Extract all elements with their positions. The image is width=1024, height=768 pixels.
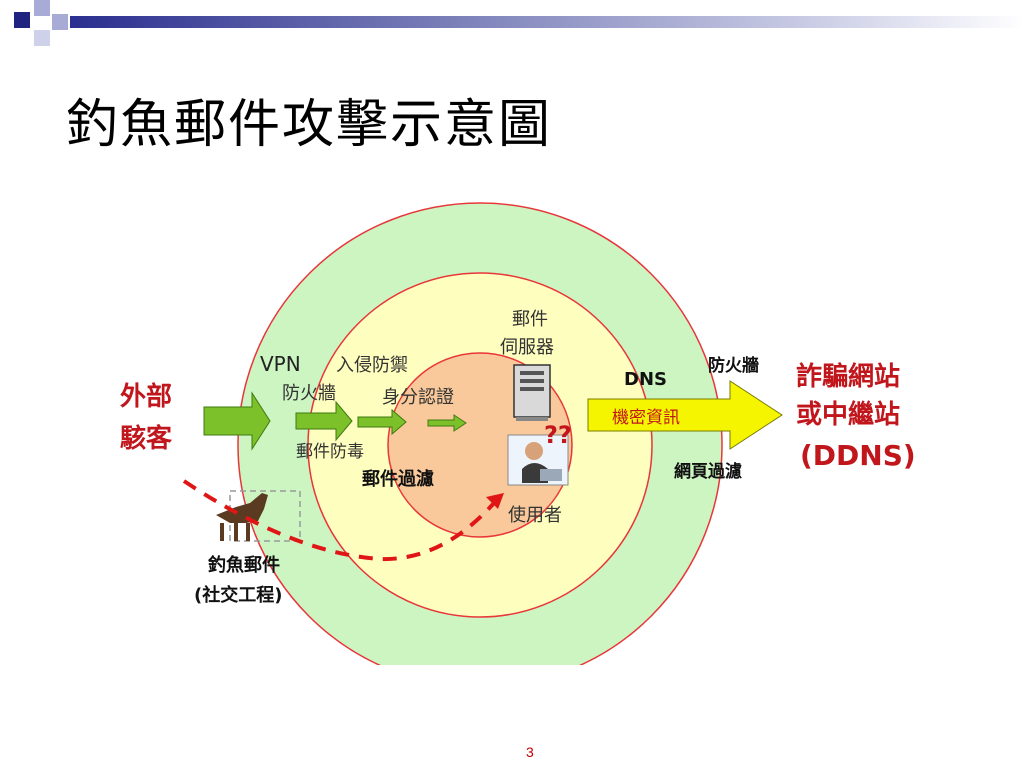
authentication-label: 身分認證: [382, 387, 454, 408]
trojan-horse-icon: [216, 490, 301, 542]
target-label: 或中繼站: [796, 399, 900, 430]
attacker-label: 駭客: [120, 423, 173, 454]
corner-square-light: [52, 14, 68, 30]
phishing-dashed-path: [182, 479, 496, 562]
yellow-arrow: [587, 380, 783, 450]
page-number: 3: [526, 744, 534, 760]
user-at-laptop-icon: [507, 434, 569, 486]
green-arrow-medium: [295, 400, 353, 442]
confidential-info-label: 機密資訊: [612, 408, 680, 428]
question-marks: ??: [544, 421, 572, 449]
mail-server-label: 伺服器: [500, 337, 554, 358]
phishing-mail-label: 釣魚郵件: [208, 554, 280, 576]
target-label: (DDNS): [800, 439, 916, 472]
firewall-right-label: 防火牆: [708, 355, 759, 376]
corner-square-light: [34, 30, 50, 46]
phishing-arrow-head: [486, 493, 504, 509]
mail-antivirus-label: 郵件防毒: [296, 442, 364, 462]
title-gradient-bar: [70, 16, 1024, 28]
attacker-label: 外部: [120, 382, 172, 412]
user-label: 使用者: [508, 505, 562, 526]
page-title: 釣魚郵件攻擊示意圖: [66, 95, 553, 155]
phishing-mail-label: (社交工程): [194, 584, 282, 606]
server-icon: [513, 364, 551, 421]
ids-ips-label: 入侵防禦: [336, 355, 408, 376]
green-arrow-tiny: [427, 414, 467, 432]
mail-filter-label: 郵件過濾: [362, 468, 434, 490]
green-arrow-large: [203, 391, 271, 451]
corner-square-navy: [14, 12, 30, 28]
dns-label: DNS: [624, 369, 667, 390]
web-filter-label: 網頁過濾: [674, 461, 742, 482]
green-arrow-small: [357, 408, 407, 436]
corner-square-light: [34, 0, 50, 16]
vpn-label: VPN: [260, 352, 301, 376]
firewall-outer-label: 防火牆: [282, 383, 336, 404]
target-label: 詐騙網站: [796, 361, 900, 392]
phishing-attack-diagram: 外部 駭客 VPN 防火牆 入侵防禦 郵件防毒 身分認證 郵件過濾 郵件 伺服器…: [120, 202, 916, 665]
mail-server-label: 郵件: [512, 309, 548, 330]
